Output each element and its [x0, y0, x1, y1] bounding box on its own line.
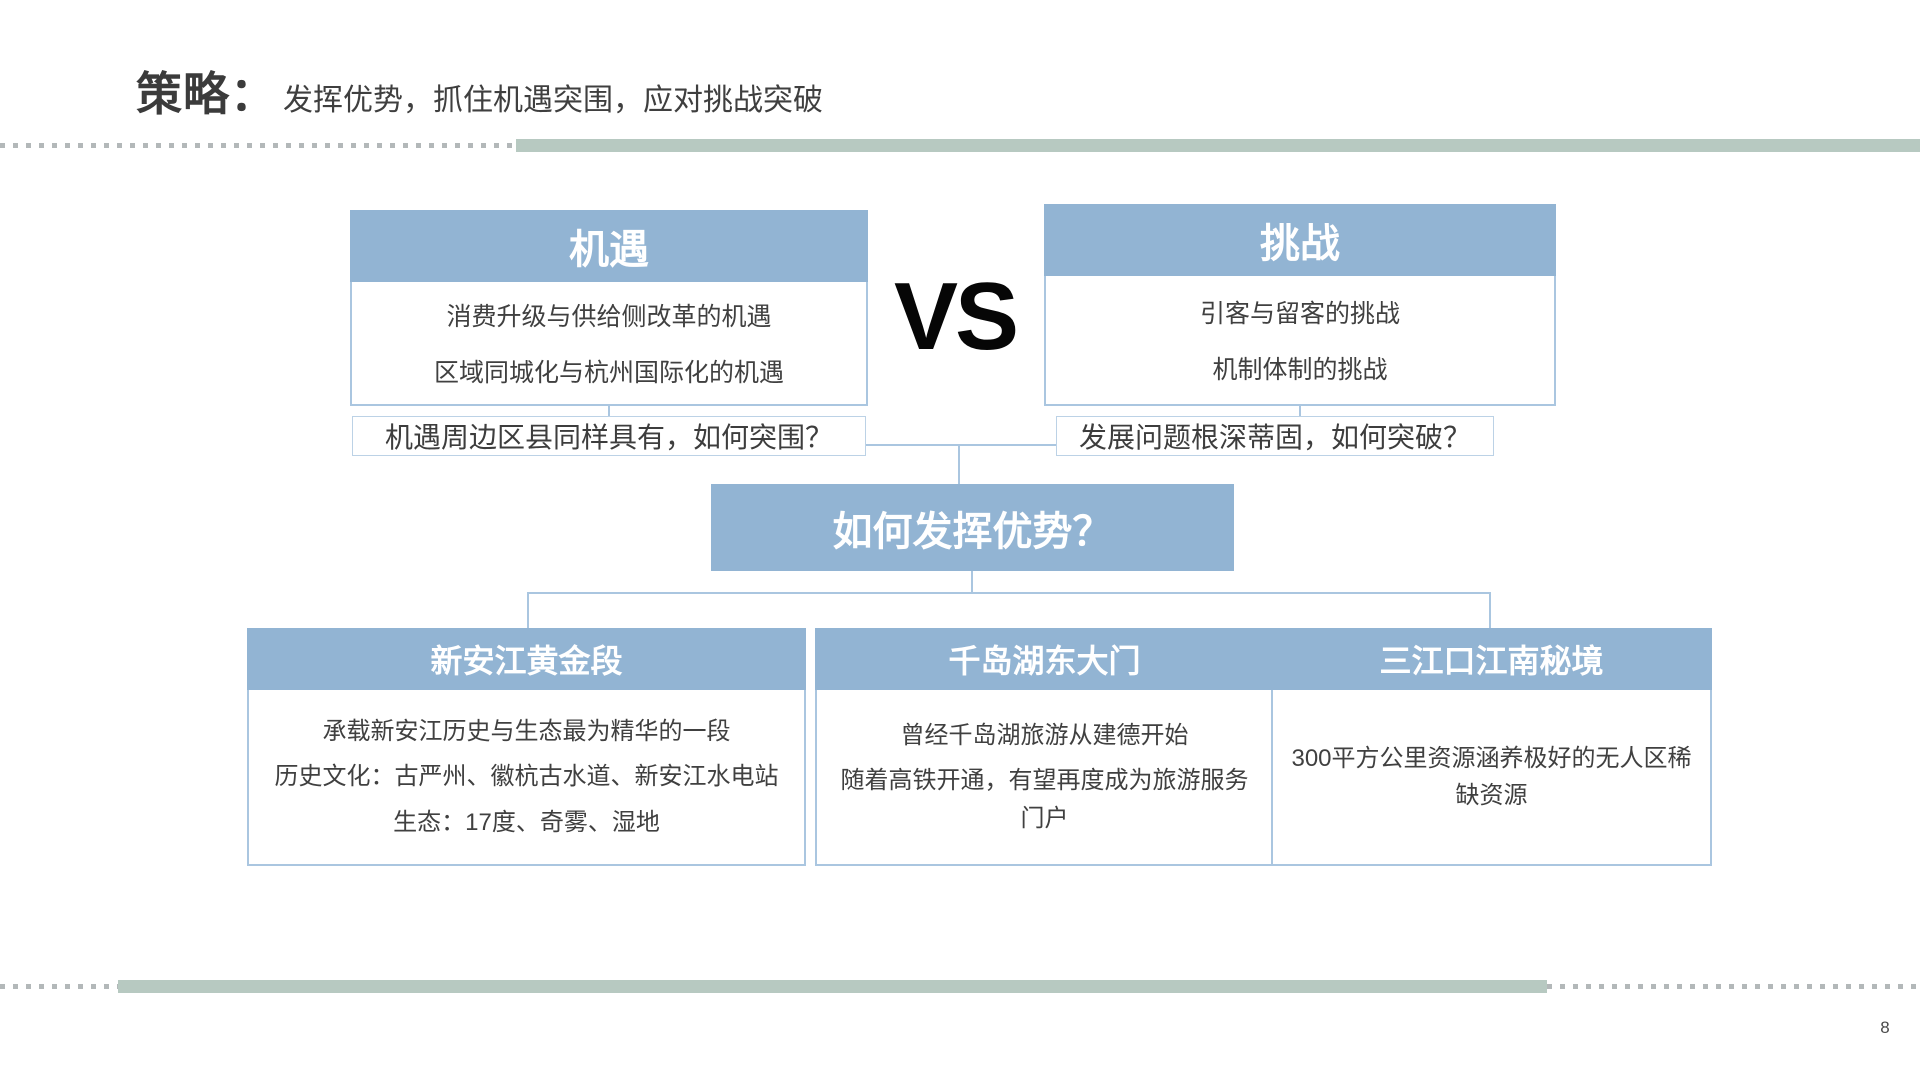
sanjiangkou-box-body: 300平方公里资源涵养极好的无人区稀缺资源 [1271, 690, 1712, 866]
body-line: 引客与留客的挑战 [1199, 300, 1400, 328]
sanjiangkou-box-header: 三江口江南秘境 [1271, 628, 1712, 690]
body-line: 300平方公里资源涵养极好的无人区稀缺资源 [1291, 744, 1692, 809]
connector-line [527, 594, 529, 628]
vs-label: VS [893, 263, 1019, 370]
connector-line [971, 571, 973, 593]
opportunity-caption: 机遇周边区县同样具有，如何突围？ [352, 416, 866, 456]
page-title-keyword: 策略： [136, 68, 277, 120]
page-title-subtitle: 发挥优势，抓住机遇突围，应对挑战突破 [283, 84, 823, 117]
page-title: 策略： 发挥优势，抓住机遇突围，应对挑战突破 [136, 58, 823, 124]
bottom-divider-solid-bar [118, 980, 1547, 993]
challenge-box: 挑战 引客与留客的挑战 机制体制的挑战 [1044, 204, 1556, 406]
opportunity-box-body: 消费升级与供给侧改革的机遇 区域同城化与杭州国际化的机遇 [350, 282, 868, 406]
bottom-divider-dashed-line [1547, 984, 1920, 989]
qiandaohu-box: 千岛湖东大门 曾经千岛湖旅游从建德开始 随着高铁开通，有望再度成为旅游服务门户 [815, 628, 1274, 866]
challenge-caption: 发展问题根深蒂固，如何突破？ [1056, 416, 1494, 456]
top-divider-dashed-line [0, 143, 516, 148]
connector-line [1489, 594, 1491, 628]
connector-line [608, 444, 1301, 446]
body-line: 生态：17度、奇雾、湿地 [393, 808, 660, 836]
challenge-box-body: 引客与留客的挑战 机制体制的挑战 [1044, 276, 1556, 406]
opportunity-box-header: 机遇 [350, 210, 868, 282]
xinanjiang-box: 新安江黄金段 承载新安江历史与生态最为精华的一段 历史文化：古严州、徽杭古水道、… [247, 628, 806, 866]
connector-line [958, 446, 960, 484]
body-line: 曾经千岛湖旅游从建德开始 [900, 722, 1189, 750]
sanjiangkou-box: 三江口江南秘境 300平方公里资源涵养极好的无人区稀缺资源 [1271, 628, 1712, 866]
body-line: 历史文化：古严州、徽杭古水道、新安江水电站 [274, 763, 779, 791]
connector-line [527, 592, 1491, 594]
body-line: 随着高铁开通，有望再度成为旅游服务门户 [840, 767, 1249, 832]
qiandaohu-box-header: 千岛湖东大门 [815, 628, 1274, 690]
how-to-leverage-box: 如何发挥优势？ [711, 484, 1234, 571]
body-line: 区域同城化与杭州国际化的机遇 [433, 359, 784, 387]
qiandaohu-box-body: 曾经千岛湖旅游从建德开始 随着高铁开通，有望再度成为旅游服务门户 [815, 690, 1274, 866]
bottom-divider-dashed-line [0, 984, 118, 989]
xinanjiang-box-header: 新安江黄金段 [247, 628, 806, 690]
page-number: 8 [1880, 1018, 1890, 1037]
challenge-box-header: 挑战 [1044, 204, 1556, 276]
top-divider-solid-bar [516, 139, 1920, 152]
body-line: 机制体制的挑战 [1212, 356, 1388, 384]
body-line: 承载新安江历史与生态最为精华的一段 [322, 718, 731, 746]
body-line: 消费升级与供给侧改革的机遇 [446, 303, 772, 331]
xinanjiang-box-body: 承载新安江历史与生态最为精华的一段 历史文化：古严州、徽杭古水道、新安江水电站 … [247, 690, 806, 866]
opportunity-box: 机遇 消费升级与供给侧改革的机遇 区域同城化与杭州国际化的机遇 [350, 210, 868, 406]
